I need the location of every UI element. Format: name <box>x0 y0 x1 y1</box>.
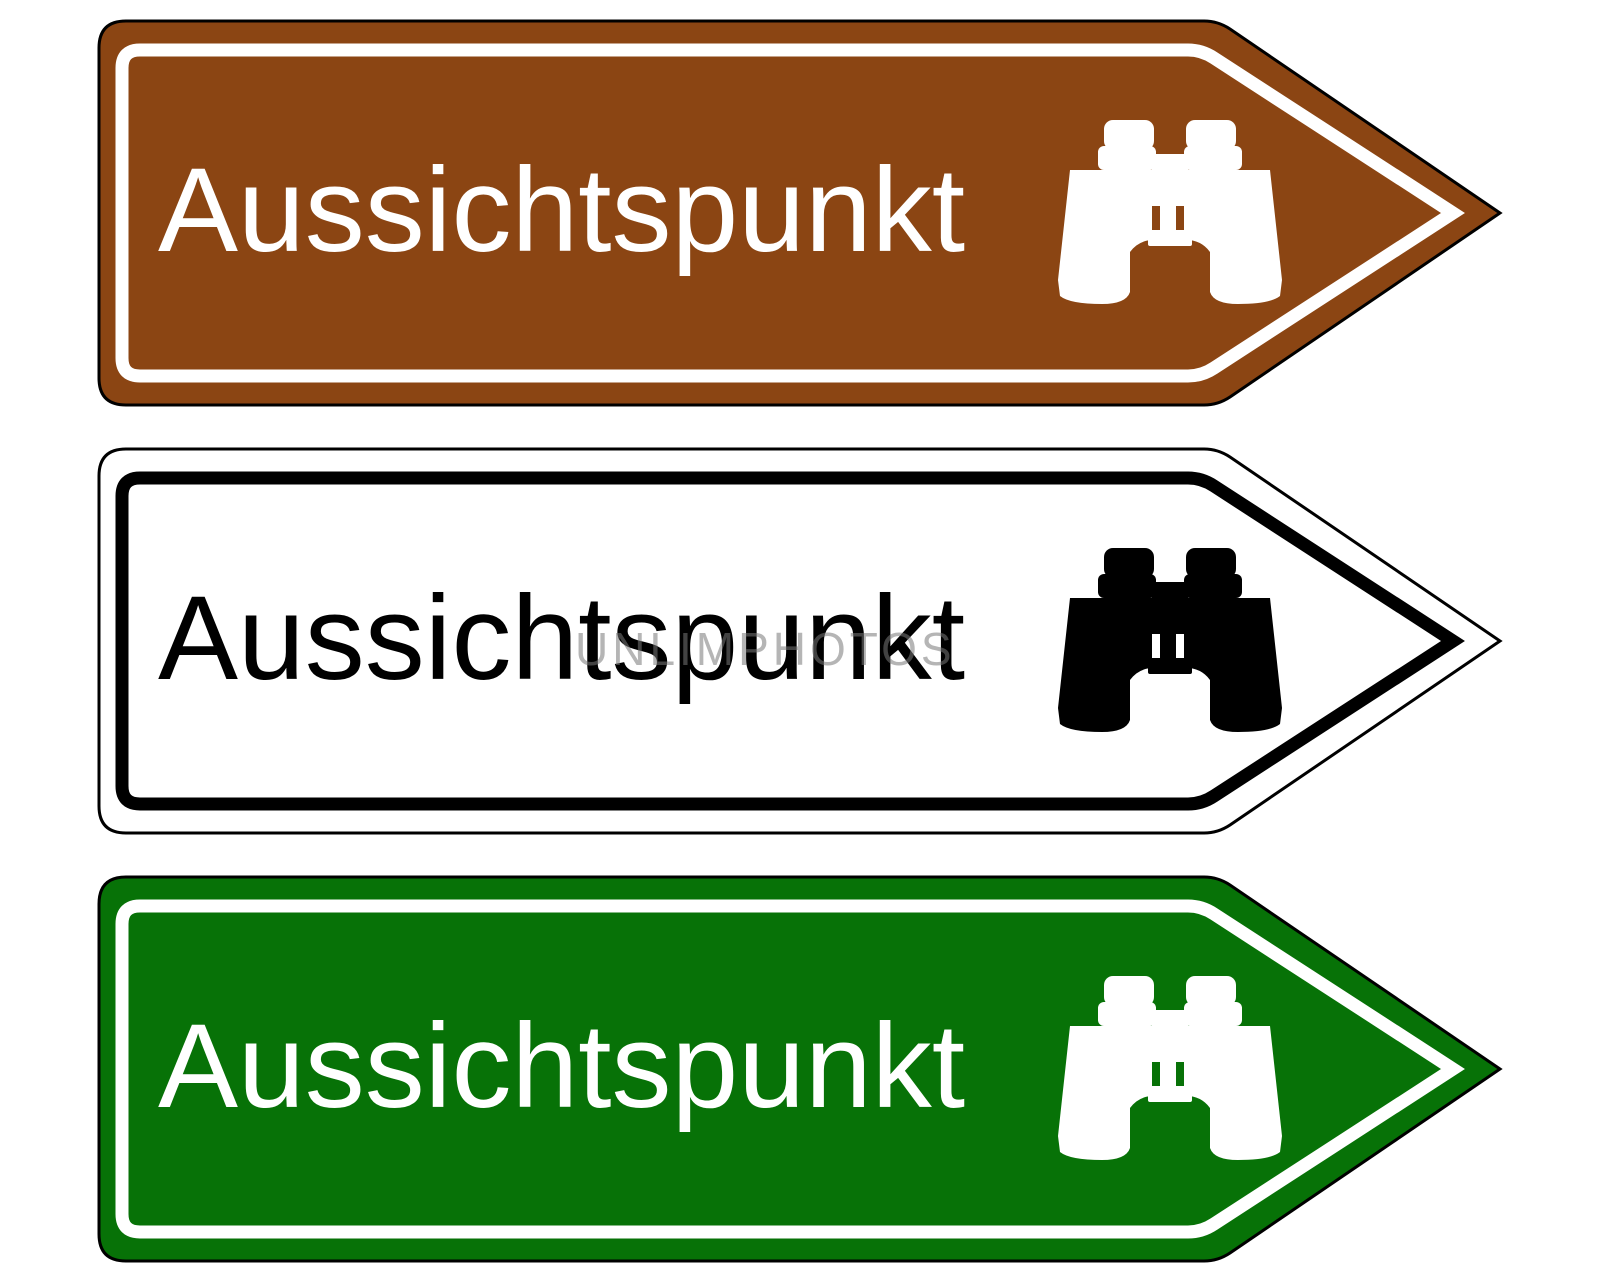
binoculars-icon <box>1058 120 1282 304</box>
direction-sign-white: Aussichtspunkt <box>97 447 1503 835</box>
binoculars-icon <box>1058 976 1282 1160</box>
sign-plate <box>97 447 1503 835</box>
sign-label: Aussichtspunkt <box>158 571 966 705</box>
binoculars-icon <box>1058 548 1282 732</box>
watermark-text: UNLIMPHOTOS <box>575 623 956 675</box>
direction-sign-green: Aussichtspunkt <box>97 875 1503 1263</box>
sign-plate <box>97 19 1503 407</box>
sign-label: Aussichtspunkt <box>158 999 966 1133</box>
sign-label: Aussichtspunkt <box>158 143 966 277</box>
sign-plate <box>97 875 1503 1263</box>
direction-sign-brown: Aussichtspunkt <box>97 19 1503 407</box>
